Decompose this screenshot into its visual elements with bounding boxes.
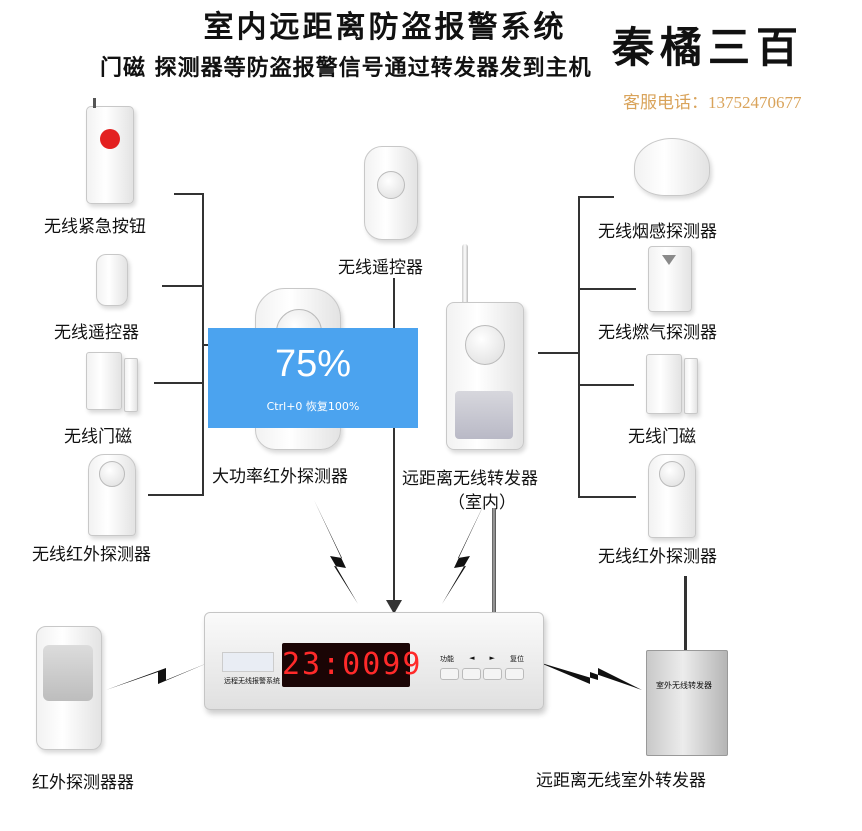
right-device-label-4: 无线红外探测器 xyxy=(598,547,717,567)
zoom-level: 75% xyxy=(274,343,352,385)
high-power-pir-label: 大功率红外探测器 xyxy=(212,467,348,487)
left-device-label-3: 无线门磁 xyxy=(64,427,132,447)
connector-line xyxy=(578,288,636,290)
repeater-label: 远距离无线转发器 xyxy=(402,469,538,489)
arrow-down-icon xyxy=(386,600,402,614)
door-contact-device xyxy=(86,352,122,410)
diagram-title: 室内远距离防盗报警系统 xyxy=(203,10,567,45)
remote-buttons-icon xyxy=(377,171,405,199)
connector-line xyxy=(578,384,634,386)
wireless-signal-icon xyxy=(538,662,642,690)
antenna-icon xyxy=(492,508,496,620)
wireless-signal-icon xyxy=(442,500,486,604)
pir-lens-icon xyxy=(659,461,685,487)
brand-logo: 秦橘三百 xyxy=(612,23,805,72)
outdoor-repeater-device xyxy=(646,650,728,756)
pir-detector-bottom xyxy=(36,626,102,750)
sensor-window-icon xyxy=(43,645,93,701)
wireless-signal-icon xyxy=(314,500,358,604)
antenna-icon xyxy=(462,244,468,306)
door-magnet-device xyxy=(684,358,698,414)
led-display: 23:0099 xyxy=(282,643,420,687)
host-panel-label: 远程无线报警系统 xyxy=(224,677,280,685)
connector-line xyxy=(578,496,636,498)
sensor-window-icon xyxy=(455,391,513,439)
pir-device-left xyxy=(88,454,136,536)
connector-line xyxy=(578,196,580,498)
remote-label: 无线遥控器 xyxy=(338,258,423,278)
pir-device-right xyxy=(648,454,696,538)
pir-lens-icon xyxy=(99,461,125,487)
arrow-line xyxy=(393,278,395,604)
antenna-icon xyxy=(93,98,96,108)
left-device-label-1: 无线紧急按钮 xyxy=(44,217,146,237)
wireless-signal-icon xyxy=(106,662,210,690)
indoor-repeater-device xyxy=(446,302,524,450)
gas-vent-icon xyxy=(662,255,676,265)
right-button-label: ► xyxy=(489,654,495,662)
remote-control-device xyxy=(364,146,418,240)
connector-line xyxy=(162,285,204,287)
smoke-detector-device xyxy=(634,138,710,196)
connector-line xyxy=(154,382,204,384)
reset-button xyxy=(504,668,524,680)
red-button-icon xyxy=(100,129,120,149)
door-contact-device xyxy=(646,354,682,414)
door-magnet-device xyxy=(124,358,138,412)
zoom-reset-hint: Ctrl+0 恢复100% xyxy=(266,400,360,413)
bottom-pir-label: 红外探测器器 xyxy=(32,773,134,793)
outdoor-repeater-label: 远距离无线室外转发器 xyxy=(536,771,706,791)
reset-button-label: 复位 xyxy=(509,655,524,663)
left-device-label-4: 无线红外探测器 xyxy=(32,545,151,565)
function-button xyxy=(440,668,459,680)
right-button xyxy=(483,668,503,680)
connector-line xyxy=(578,196,614,198)
connector-line xyxy=(148,494,204,496)
right-device-label-1: 无线烟感探测器 xyxy=(598,222,717,242)
host-buttons xyxy=(440,668,524,680)
outdoor-box-label: 室外无线转发器 xyxy=(656,681,712,690)
repeater-location-label: （室内） xyxy=(448,493,516,513)
repeater-lens-icon xyxy=(465,325,505,365)
small-remote-device xyxy=(96,254,128,306)
left-button-label: ◄ xyxy=(469,654,475,662)
right-device-label-3: 无线门磁 xyxy=(628,427,696,447)
host-button-labels: 功能 ◄ ► 复位 xyxy=(440,654,524,668)
service-phone: 客服电话：13752470677 xyxy=(623,93,802,112)
left-button xyxy=(461,668,481,680)
host-panel-window xyxy=(222,652,274,672)
diagram-subtitle: 门磁 探测器等防盗报警信号通过转发器发到主机 xyxy=(100,56,592,81)
gas-detector-device xyxy=(648,246,692,312)
function-button-label: 功能 xyxy=(440,655,454,663)
left-device-label-2: 无线遥控器 xyxy=(54,323,139,343)
antenna-icon xyxy=(684,576,687,652)
zoom-indicator: 75% Ctrl+0 恢复100% xyxy=(208,328,418,428)
connector-line xyxy=(538,352,580,354)
connector-line xyxy=(174,193,204,195)
right-device-label-2: 无线燃气探测器 xyxy=(598,323,717,343)
emergency-button-device xyxy=(86,106,134,204)
